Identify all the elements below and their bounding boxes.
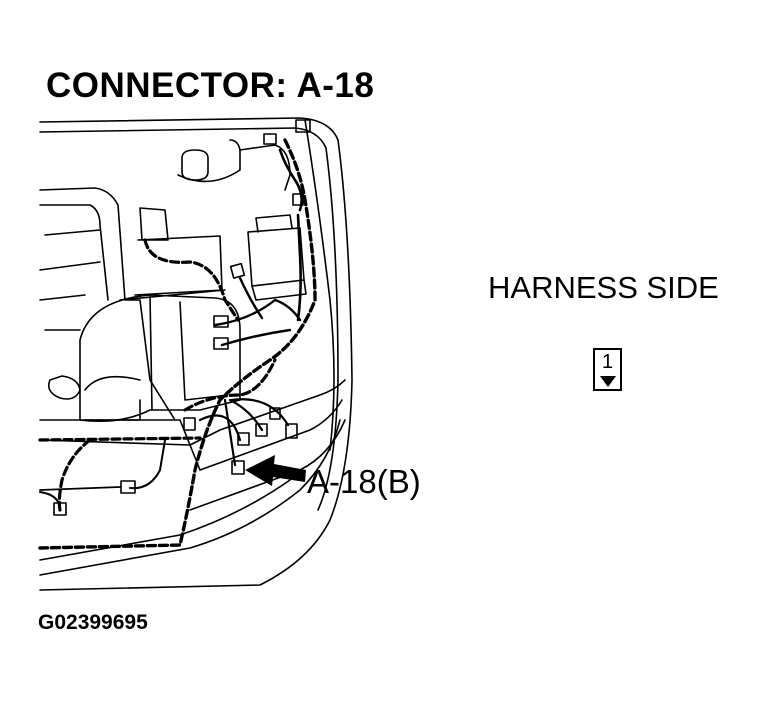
connector-clip [295, 119, 311, 133]
diagram-title: CONNECTOR: A-18 [46, 66, 375, 105]
fender-inner-line [39, 127, 339, 511]
connector-clip [255, 423, 268, 437]
connector-face-diagram: 1 [593, 348, 622, 391]
connector-clip [263, 133, 277, 145]
connector-clip [183, 417, 196, 431]
connector-a18b [231, 460, 245, 475]
battery [247, 227, 305, 287]
connector-clip [285, 423, 298, 439]
figure-id: G02399695 [38, 611, 148, 634]
harness-side-label: HARNESS SIDE [488, 270, 719, 305]
connector-clip [120, 480, 136, 494]
fender-outline [39, 117, 353, 591]
pin-number: 1 [601, 351, 614, 373]
bumper-line [39, 419, 341, 576]
pointer-arrow [245, 455, 306, 486]
connector-clip [229, 262, 246, 279]
connector-key-triangle-icon [600, 376, 616, 387]
connector-clip [213, 337, 229, 350]
connector-clip [269, 407, 281, 420]
connector-clip [237, 432, 250, 446]
connector-clip [53, 502, 67, 516]
engine-block [39, 187, 176, 421]
coolant-tank [139, 207, 169, 241]
air-cleaner [79, 294, 241, 423]
wiring-harness-main [38, 138, 317, 550]
reservoir-cap [181, 149, 209, 181]
connector-callout-label: A-18(B) [307, 463, 421, 500]
connector-clip [292, 193, 304, 206]
connector-clip [213, 315, 229, 328]
